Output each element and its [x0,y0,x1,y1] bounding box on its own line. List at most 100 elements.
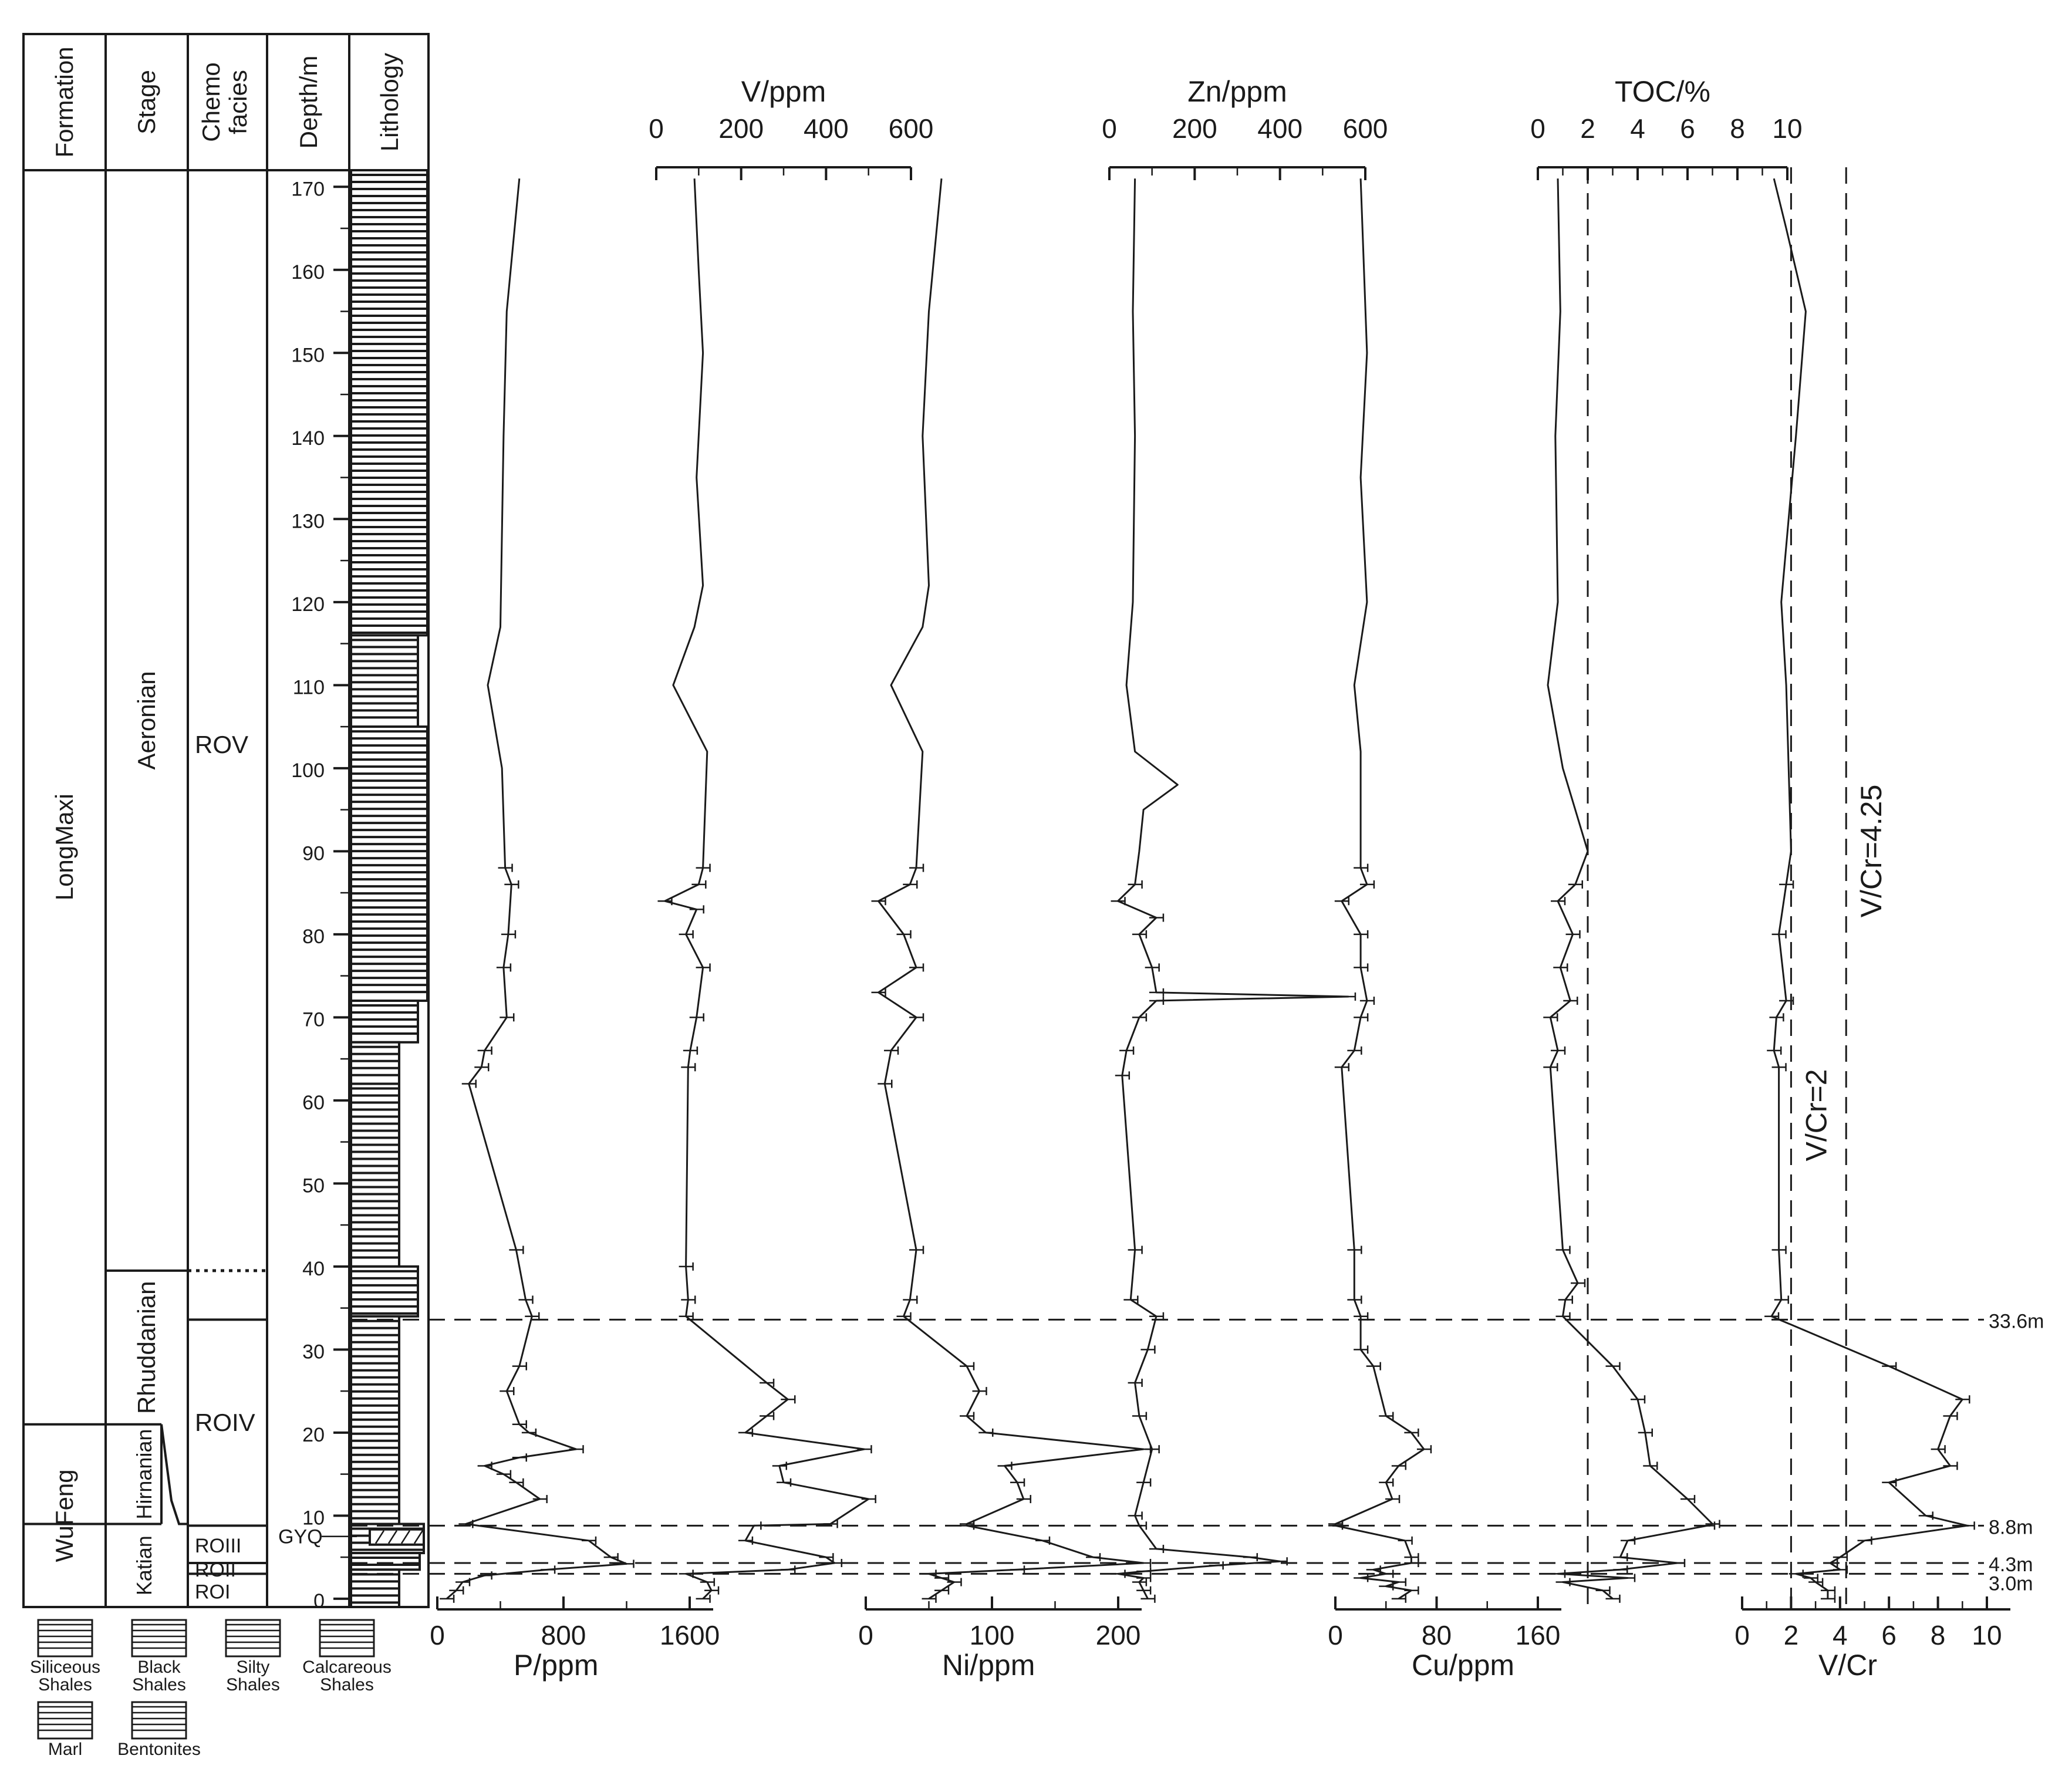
top-axis-label: V/ppm [741,75,826,108]
series-curve-vppm [664,178,870,1599]
depth-tick-label: 0 [313,1590,325,1612]
legend-swatch [319,1619,375,1658]
top-axis-tick-label: 600 [889,113,934,144]
legend-label: Silty [237,1658,270,1677]
stage-label: Rhuddanian [133,1281,160,1415]
lithology-log [350,169,428,1609]
top-axis-tick-label: 4 [1630,113,1645,144]
depth-tick-label: 70 [302,1008,325,1031]
depth-axis: 0102030405060708090100110120130140150160… [291,178,349,1612]
bottom-axis-tick-label: 6 [1881,1620,1896,1650]
top-axis-tick-label: 400 [804,113,849,144]
lithology-unit [350,725,428,1002]
depth-tick-label: 80 [302,926,325,948]
bottom-axis-tick-label: 8 [1931,1620,1946,1650]
lithology-unit [350,1000,419,1044]
lithology-unit [350,1041,400,1085]
legend-label: Marl [48,1740,82,1759]
legend-swatch [131,1619,187,1658]
chemofacies-label: ROI [195,1581,230,1604]
top-axis-tick-label: 200 [1172,113,1217,144]
stage-label: Hirnanian [132,1429,156,1520]
profile-curves [440,178,1975,1603]
bottom-axis-label: V/Cr [1818,1649,1877,1682]
bottom-axis-tick-label: 0 [858,1620,873,1650]
stage-header: Stage [133,70,160,134]
boundary-label: 4.3m [1989,1554,2033,1576]
marl-mark [374,1530,385,1544]
chemofacies-header-line2: facies [224,70,252,134]
legend-label: Calcareous [302,1658,392,1677]
legend-swatch [37,1619,93,1658]
threshold-lines: V/Cr=2 V/Cr=4.25 [1587,167,1888,1609]
depth-tick-label: 120 [291,593,325,616]
gyq-label: GYQ [278,1526,323,1548]
boundary-label: 33.6m [1989,1310,2044,1332]
threshold-label: V/Cr=2 [1800,1069,1833,1161]
bottom-axis-tick-label: 800 [541,1620,586,1650]
bottom-axis-tick-label: 0 [1328,1620,1343,1650]
top-axis-tick-label: 400 [1257,113,1302,144]
boundary-label: 8.8m [1989,1516,2033,1538]
bottom-axis-tick-label: 4 [1833,1620,1848,1650]
depth-header: Depth/m [295,56,322,149]
depth-tick-label: 140 [291,427,325,450]
depth-tick-label: 20 [302,1424,325,1446]
bottom-axis-label: Cu/ppm [1412,1649,1514,1682]
stage-label: Katian [132,1535,156,1595]
legend-label: Siliceous [30,1658,100,1677]
lithology-unit [350,169,428,637]
legend-swatch [131,1701,187,1740]
chemofacies-header-line1: Chemo [197,62,225,141]
lithology-header: Lithology [376,53,403,151]
top-axis-tick-label: 0 [1530,113,1545,144]
bottom-axis-tick-label: 100 [970,1620,1015,1650]
depth-tick-label: 50 [302,1174,325,1197]
series-curve-toc [1547,178,1713,1599]
bottom-axis-tick-label: 0 [430,1620,445,1650]
bottom-axis-tick-label: 0 [1734,1620,1750,1650]
depth-tick-label: 150 [291,344,325,366]
marl-mark [400,1530,411,1544]
depth-tick-label: 110 [293,676,325,698]
top-axis-tick-label: 600 [1343,113,1388,144]
formation-label: WuFeng [50,1469,78,1562]
stratigraphic-column: Formation Stage Chemo facies Depth/m Lit… [22,33,430,1612]
top-axis-tick-label: 8 [1730,113,1745,144]
lithology-legend: SiliceousShalesBlackShalesSiltyShalesCal… [30,1619,392,1759]
lithology-unit [350,634,419,728]
marl-mark [413,1530,424,1544]
lithology-unit [350,1552,421,1571]
boundary-label: 3.0m [1989,1572,2033,1595]
legend-label: Shales [320,1675,374,1694]
legend-label: Bentonites [117,1740,201,1759]
chemofacies-label: ROII [195,1559,236,1581]
depth-tick-label: 10 [302,1507,325,1529]
depth-tick-label: 30 [302,1341,325,1363]
top-axis-tick-label: 10 [1772,113,1802,144]
series-curve-pppm [446,178,627,1599]
depth-tick-label: 60 [302,1092,325,1114]
top-axis-tick-label: 200 [718,113,764,144]
series-curve-cuppm [1334,178,1425,1600]
bottom-axis-label: P/ppm [514,1649,599,1682]
column-units: ROVROIVROIIIROIIROILongMaxiWuFengAeronia… [23,671,267,1604]
depth-tick-label: 170 [291,178,325,200]
chemofacies-label: ROIII [195,1535,241,1557]
formation-label: LongMaxi [50,794,78,900]
chemofacies-label: ROIV [195,1409,255,1436]
threshold-label: V/Cr=4.25 [1855,785,1888,918]
legend-swatch [37,1701,93,1740]
chemofacies-label: ROV [195,731,248,758]
legend-label: Black [137,1658,181,1677]
marl-mark [387,1530,398,1544]
top-axis-tick-label: 2 [1580,113,1595,144]
top-axis-tick-label: 0 [1102,113,1117,144]
bottom-axis-tick-label: 80 [1422,1620,1452,1650]
series-curve-nippm [878,178,1145,1600]
legend-label: Shales [132,1675,186,1694]
top-axis-tick-label: 6 [1680,113,1695,144]
series-curve-znppm [1117,178,1349,1599]
